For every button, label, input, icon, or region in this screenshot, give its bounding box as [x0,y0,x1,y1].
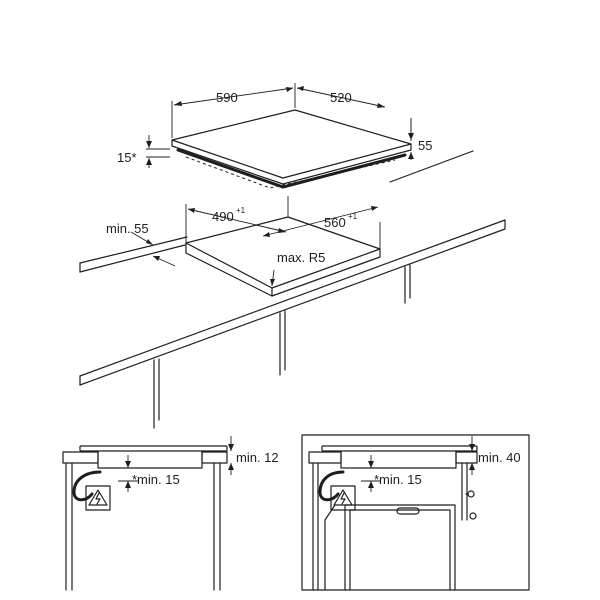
cutout-width-tolerance: +1 [236,206,246,215]
hob-body [176,148,407,189]
countertop-drawing: 490 +1 560 +1 min. 55 max. R5 [79,150,506,429]
left-under-clearance-label: *min. 15 [132,472,180,487]
detail-frame [301,434,530,591]
cutout-width-label: 490 [212,209,234,224]
oven [344,504,456,591]
cutout-depth-tolerance: +1 [348,212,358,221]
right-top-clearance-label: min. 40 [478,450,521,465]
power-cable-right [318,470,345,502]
right-under-clearance-label: *min. 15 [374,472,422,487]
cutout-corner-radius-label: max. R5 [277,250,325,265]
left-top-clearance-label: min. 12 [236,450,279,465]
oven-handle [396,507,420,515]
install-detail-right: min. 40 *min. 15 [301,434,530,591]
electrical-hazard-icon [85,485,111,511]
hob-body-hidden [185,156,396,189]
hob-drawing: 590 520 55 15* [117,83,432,189]
install-detail-left: min. 12 *min. 15 [62,436,279,591]
electrical-hazard-icon-right [330,485,356,511]
hob-edge-label: 15* [117,150,137,165]
hob-glass-edge [171,139,412,185]
hob-height-label: 55 [418,138,432,153]
cutout-depth-label: 560 [324,215,346,230]
cutout-front-distance-label: min. 55 [106,221,149,236]
hob-width-label: 590 [216,90,238,105]
hob-top-plate [171,109,412,179]
hob-depth-label: 520 [330,90,352,105]
